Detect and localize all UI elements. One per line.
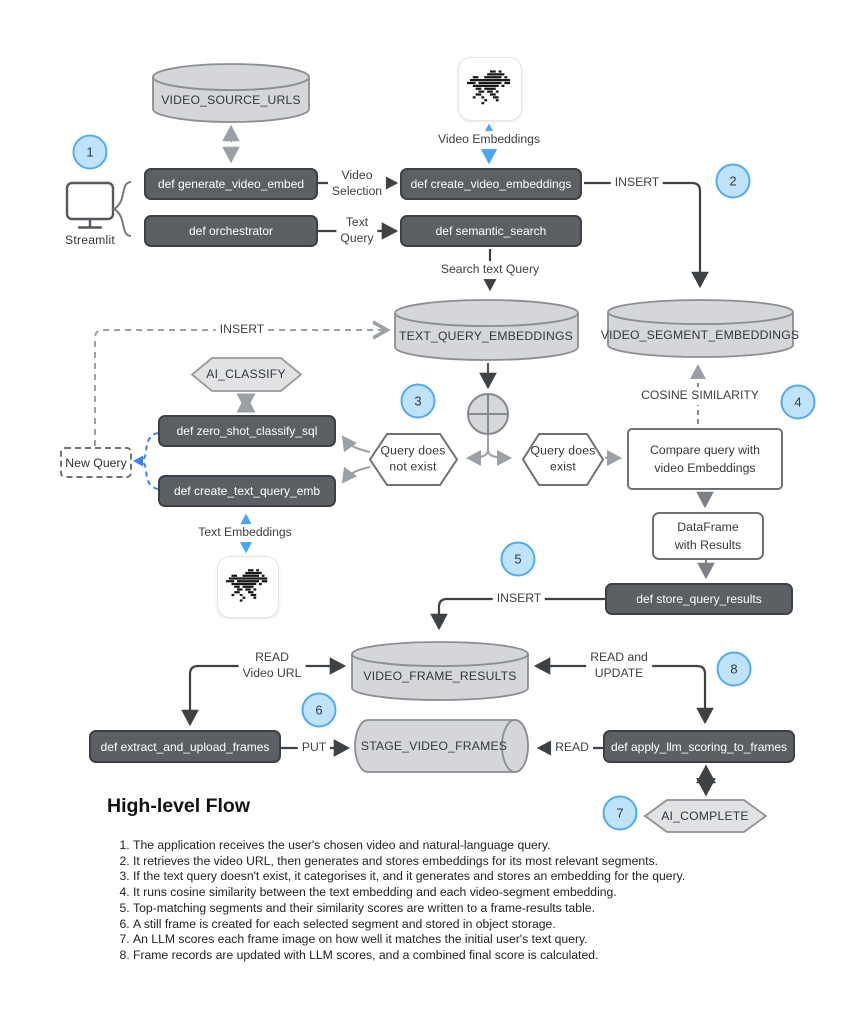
edge-insert-bottom bbox=[430, 597, 605, 631]
edge-notexist-to-zeroshot bbox=[341, 435, 371, 453]
edge-label-search-text-query: Search text Query bbox=[436, 261, 544, 279]
edge-label-insert-left: INSERT bbox=[215, 321, 269, 339]
flow-step: An LLM scores each frame image on how we… bbox=[133, 932, 802, 948]
node-dataframe-results: DataFrame with Results bbox=[652, 512, 764, 560]
label-streamlit: Streamlit bbox=[65, 232, 115, 247]
step-badge-1: 1 bbox=[72, 134, 108, 170]
node-generate-video-embed: def generate_video_embed bbox=[144, 168, 318, 200]
label-ai-complete: AI_COMPLETE bbox=[661, 808, 749, 823]
cylinder-video-source-urls bbox=[152, 63, 310, 123]
edge-read-video-url bbox=[181, 657, 347, 727]
pixel-horse-icon bbox=[217, 556, 279, 618]
flow-step: Top-matching segments and their similari… bbox=[133, 901, 802, 917]
hexagon-query-exist bbox=[521, 433, 605, 486]
step-badge-3: 3 bbox=[400, 383, 436, 419]
label-stage-video-frames: STAGE_VIDEO_FRAMES bbox=[360, 738, 508, 753]
pixel-horse-icon bbox=[458, 57, 522, 121]
node-create-text-query-emb: def create_text_query_emb bbox=[158, 475, 336, 507]
sum-junction-icon bbox=[467, 393, 509, 435]
label-query-exist: Query does exist bbox=[530, 443, 596, 474]
node-compare-query: Compare query with video Embeddings bbox=[627, 428, 783, 490]
flow-step: The application receives the user's chos… bbox=[133, 838, 802, 854]
edge-label-cosine-similarity: COSINE SIMILARITY bbox=[637, 387, 763, 405]
hexagon-ai-complete bbox=[643, 799, 768, 833]
edge-label-read-and-update: READ and UPDATE bbox=[586, 649, 652, 683]
step-badge-7: 7 bbox=[602, 795, 638, 831]
cylinder-video-frame-results bbox=[351, 641, 529, 701]
edge-read-update bbox=[533, 657, 714, 725]
newquery-arrowhead bbox=[133, 455, 143, 467]
label-ai-classify: AI_CLASSIFY bbox=[206, 366, 286, 381]
hexagon-ai-classify bbox=[190, 357, 303, 392]
node-extract-and-upload-frames: def extract_and_upload_frames bbox=[89, 730, 281, 763]
cylinder-video-segment-embeddings bbox=[607, 299, 794, 358]
brace-icon bbox=[111, 181, 132, 237]
flow-step: If the text query doesn't exist, it cate… bbox=[133, 869, 802, 885]
edge-label-insert-top: INSERT bbox=[610, 174, 664, 192]
node-store-query-results: def store_query_results bbox=[605, 583, 793, 615]
edge-label-read-video-url: READ Video URL bbox=[238, 649, 306, 683]
flow-step: It retrieves the video URL, then generat… bbox=[133, 854, 802, 870]
step-badge-2: 2 bbox=[715, 163, 751, 199]
edge-insert-left-dashed bbox=[94, 330, 386, 446]
node-orchestrator: def orchestrator bbox=[144, 215, 318, 247]
edge-newquery-from-zeroshot bbox=[142, 432, 159, 460]
label-query-not-exist: Query does not exist bbox=[380, 443, 446, 474]
monitor-icon bbox=[65, 181, 115, 229]
node-zero-shot-classify-sql: def zero_shot_classify_sql bbox=[158, 415, 336, 447]
flow-steps-list: The application receives the user's chos… bbox=[112, 838, 802, 964]
hexagon-query-not-exist bbox=[368, 433, 459, 486]
node-create-video-embeddings: def create_video_embeddings bbox=[400, 168, 582, 200]
cylinder-text-query-embeddings bbox=[394, 299, 579, 361]
label-video-segment-embeddings: VIDEO_SEGMENT_EMBEDDINGS bbox=[600, 327, 800, 342]
connectors bbox=[94, 123, 716, 797]
edge-fork-right bbox=[487, 449, 512, 466]
edge-label-put: PUT bbox=[297, 739, 331, 757]
step-badge-5: 5 bbox=[500, 541, 536, 577]
footer-title: High-level Flow bbox=[107, 795, 251, 817]
edge-newquery-from-createtext bbox=[142, 462, 159, 490]
label-video-source-urls: VIDEO_SOURCE_URLS bbox=[161, 92, 301, 107]
edge-notexist-to-createtext bbox=[341, 466, 371, 484]
node-semantic-search: def semantic_search bbox=[400, 215, 582, 247]
edge-label-video-selection: Video Selection bbox=[327, 167, 387, 201]
pixel-horse-glyph bbox=[226, 569, 270, 605]
label-video-frame-results: VIDEO_FRAME_RESULTS bbox=[363, 668, 517, 683]
cylinder-stage-video-frames bbox=[354, 719, 529, 773]
node-apply-llm-scoring-to-frames: def apply_llm_scoring_to_frames bbox=[603, 730, 795, 763]
edge-fork-left bbox=[466, 449, 489, 466]
edge-label-read: READ bbox=[551, 739, 593, 757]
edge-label-text-query: Text Query bbox=[336, 214, 378, 248]
label-text-query-embeddings: TEXT_QUERY_EMBEDDINGS bbox=[399, 328, 573, 343]
flow-step: Frame records are updated with LLM score… bbox=[133, 948, 802, 964]
node-new-query: New Query bbox=[60, 447, 132, 478]
step-badge-4: 4 bbox=[780, 384, 816, 420]
pixel-horse-glyph bbox=[467, 70, 513, 108]
edge-label-text-embeddings: Text Embeddings bbox=[194, 524, 296, 542]
edge-label-video-embeddings: Video Embeddings bbox=[433, 131, 545, 149]
step-badge-6: 6 bbox=[301, 692, 337, 728]
flow-step: It runs cosine similarity between the te… bbox=[133, 885, 802, 901]
step-badge-8: 8 bbox=[716, 651, 752, 687]
edge-insert-top bbox=[584, 181, 709, 289]
edge-label-insert-bottom: INSERT bbox=[492, 590, 546, 608]
flow-step: A still frame is created for each select… bbox=[133, 917, 802, 933]
